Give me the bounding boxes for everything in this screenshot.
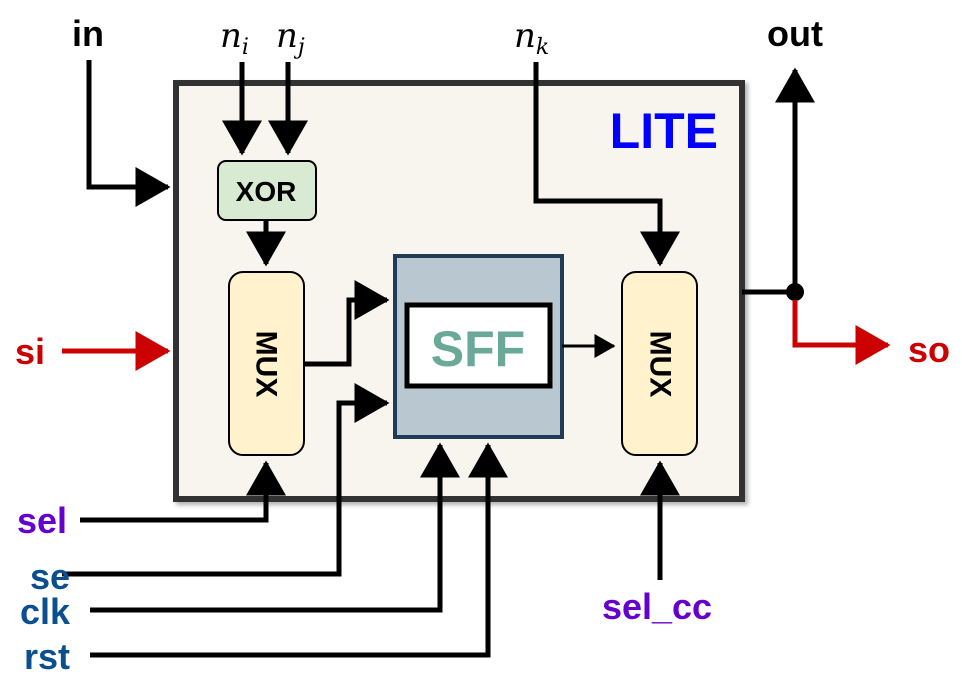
xor-label: XOR <box>236 176 297 207</box>
port-si: si <box>15 331 45 372</box>
sff-inner <box>404 302 553 389</box>
wire-in <box>86 60 171 207</box>
port-nk: nk <box>514 16 549 60</box>
sff-label: SFF <box>431 321 525 377</box>
wire-so <box>792 300 891 365</box>
port-sel-cc: sel_cc <box>602 586 712 627</box>
wire-mux-sff <box>304 280 390 367</box>
port-ni: ni <box>220 16 249 60</box>
port-se: se <box>30 556 70 597</box>
junction-dot <box>786 283 804 301</box>
port-rst: rst <box>24 636 70 677</box>
port-nj: nj <box>276 16 305 60</box>
wire-sel <box>80 460 286 523</box>
port-out: out <box>767 13 823 54</box>
mux-right <box>621 271 698 456</box>
wire-nk <box>533 62 680 267</box>
mux-left-label: MUX <box>250 331 283 398</box>
port-sel: sel <box>17 500 67 541</box>
mux-right-label: MUX <box>644 331 677 398</box>
port-in: in <box>72 13 104 54</box>
wire-se <box>62 383 390 577</box>
block-title: LITE <box>610 103 718 159</box>
port-clk: clk <box>20 591 71 632</box>
wire-rst <box>90 442 508 658</box>
port-so: so <box>908 329 950 370</box>
wire-clk <box>90 442 460 613</box>
